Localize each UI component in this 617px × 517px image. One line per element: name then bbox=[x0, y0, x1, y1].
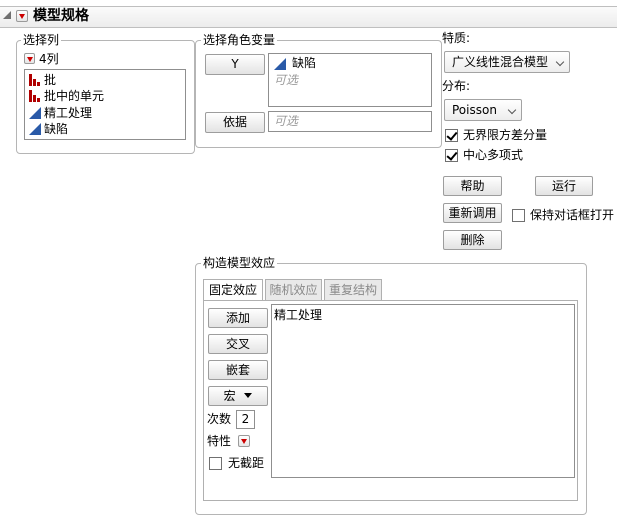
red-triangle-menu-icon[interactable] bbox=[16, 10, 28, 22]
personality-value: 广义线性混合模型 bbox=[452, 55, 549, 69]
attributes-menu-icon[interactable] bbox=[238, 435, 250, 447]
chevron-down-icon bbox=[555, 57, 565, 67]
chevron-down-icon bbox=[507, 105, 517, 115]
unbounded-variance-label: 无界限方差分量 bbox=[463, 128, 548, 142]
keep-dialog-open-label: 保持对话框打开 bbox=[530, 208, 615, 222]
degree-label: 次数 bbox=[207, 412, 232, 426]
add-button[interactable]: 添加 bbox=[208, 308, 268, 328]
recall-button[interactable]: 重新调用 bbox=[443, 203, 502, 223]
remove-button[interactable]: 删除 bbox=[443, 230, 502, 250]
continuous-icon bbox=[29, 123, 41, 135]
center-polynomials-label: 中心多项式 bbox=[463, 148, 524, 162]
distribution-dropdown[interactable]: Poisson bbox=[444, 99, 522, 121]
title-bar bbox=[0, 6, 617, 28]
nest-button[interactable]: 嵌套 bbox=[208, 360, 268, 380]
select-columns-group bbox=[16, 40, 195, 154]
construct-effects-legend: 构造模型效应 bbox=[201, 256, 278, 270]
no-intercept-label: 无截距 bbox=[228, 456, 265, 470]
nominal-icon bbox=[29, 74, 41, 86]
unbounded-variance-checkbox[interactable] bbox=[445, 129, 458, 142]
degree-input[interactable]: 2 bbox=[236, 410, 255, 429]
y-role-optional: 可选 bbox=[274, 73, 299, 87]
run-button[interactable]: 运行 bbox=[535, 176, 593, 196]
y-role-value[interactable]: 缺陷 bbox=[292, 56, 317, 70]
nominal-icon bbox=[29, 90, 41, 102]
columns-list[interactable]: 批 批中的单元 精工处理 缺陷 bbox=[24, 69, 186, 140]
personality-dropdown[interactable]: 广义线性混合模型 bbox=[444, 51, 570, 73]
by-role-list[interactable]: 可选 bbox=[268, 111, 432, 132]
attributes-label: 特性 bbox=[207, 434, 232, 448]
help-button[interactable]: 帮助 bbox=[443, 176, 502, 196]
distribution-label: 分布: bbox=[442, 79, 471, 93]
list-item[interactable]: 缺陷 bbox=[44, 122, 69, 136]
personality-label: 特质: bbox=[442, 31, 471, 45]
list-item[interactable]: 批中的单元 bbox=[44, 89, 105, 103]
tab-random-effects[interactable]: 随机效应 bbox=[265, 279, 322, 300]
by-role-optional: 可选 bbox=[274, 114, 299, 128]
select-roles-legend: 选择角色变量 bbox=[201, 33, 278, 47]
no-intercept-checkbox[interactable] bbox=[209, 457, 222, 470]
distribution-value: Poisson bbox=[452, 103, 497, 117]
select-roles-group bbox=[195, 40, 442, 148]
construct-effects-group bbox=[195, 263, 587, 515]
column-count: 4列 bbox=[39, 52, 59, 66]
macros-button[interactable]: 宏 bbox=[208, 386, 268, 406]
y-role-list[interactable]: 缺陷 可选 bbox=[268, 53, 432, 107]
columns-menu-icon[interactable] bbox=[24, 53, 35, 64]
list-item[interactable]: 精工处理 bbox=[274, 308, 323, 322]
center-polynomials-checkbox[interactable] bbox=[445, 149, 458, 162]
cross-button[interactable]: 交叉 bbox=[208, 334, 268, 354]
effects-list[interactable]: 精工处理 bbox=[271, 304, 575, 478]
continuous-icon bbox=[274, 58, 286, 70]
y-role-button[interactable]: Y bbox=[205, 54, 265, 75]
list-item[interactable]: 精工处理 bbox=[44, 106, 93, 120]
macros-label: 宏 bbox=[223, 389, 236, 403]
continuous-icon bbox=[29, 107, 41, 119]
caret-down-icon bbox=[244, 393, 253, 398]
page-title: 模型规格 bbox=[33, 8, 89, 24]
select-columns-legend: 选择列 bbox=[21, 33, 62, 47]
tab-fixed-effects[interactable]: 固定效应 bbox=[203, 279, 263, 300]
by-role-button[interactable]: 依据 bbox=[205, 112, 265, 133]
tab-repeated-structure[interactable]: 重复结构 bbox=[324, 279, 382, 300]
keep-dialog-open-checkbox[interactable] bbox=[512, 209, 525, 222]
disclosure-triangle-icon[interactable] bbox=[3, 11, 11, 19]
list-item[interactable]: 批 bbox=[44, 73, 57, 87]
